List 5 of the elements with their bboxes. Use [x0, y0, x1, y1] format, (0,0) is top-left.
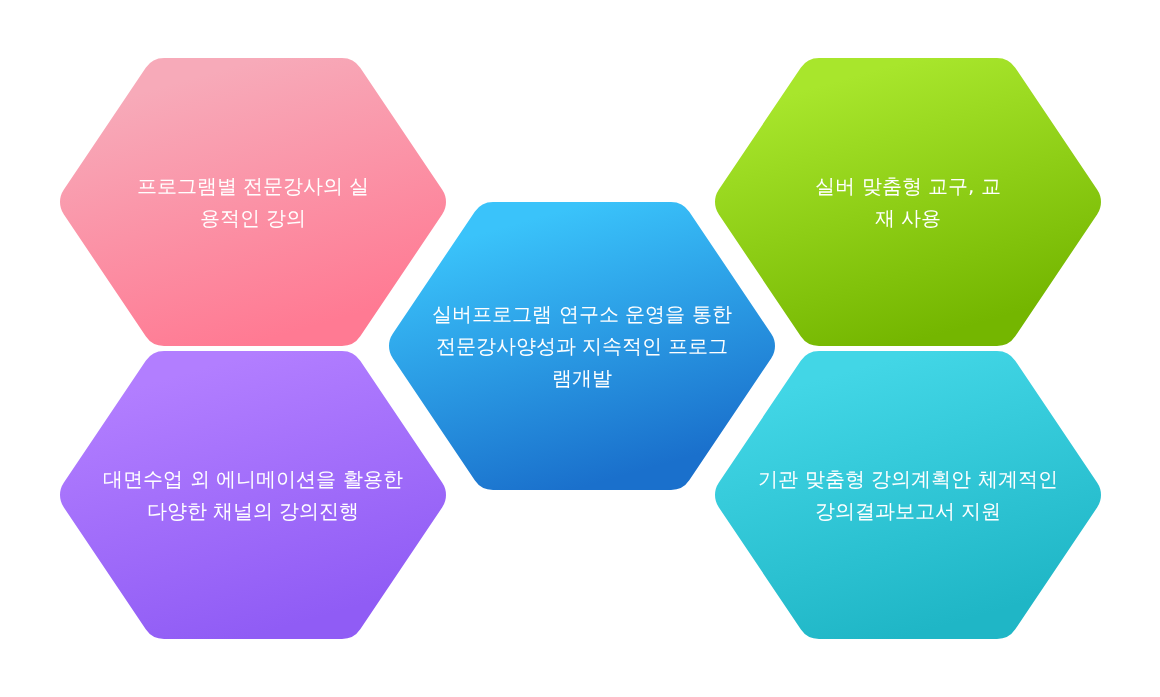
hexagon-text: 프로그램별 전문강사의 실용적인 강의	[135, 173, 371, 232]
hexagon-text: 대면수업 외 에니메이션을 활용한 다양한 채널의 강의진행	[103, 466, 403, 525]
hexagon-text: 실버프로그램 연구소 운영을 통한 전문강사양성과 지속적인 프로그램개발	[432, 301, 732, 392]
hexagon-text: 실버 맞춤형 교구, 교재 사용	[814, 173, 1002, 232]
hexagon-text: 기관 맞춤형 강의계획안 체계적인 강의결과보고서 지원	[757, 466, 1059, 525]
